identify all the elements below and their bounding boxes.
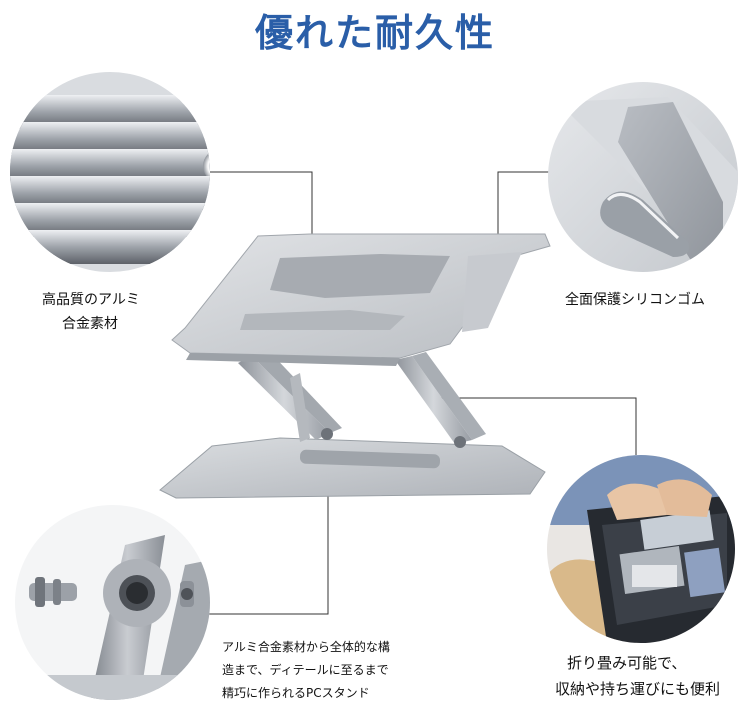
suitcase-packing-photo: [547, 455, 735, 643]
caption-aluminum-material: 高品質のアルミ 合金素材: [42, 292, 140, 332]
hinge-detail-photo: [15, 505, 210, 700]
silicone-pad-photo: [548, 82, 738, 272]
page-title: 優れた耐久性: [254, 11, 495, 55]
caption-foldable-portable: 折り畳み可能で、 収納や持ち運びにも便利: [555, 654, 721, 698]
aluminum-tubes-photo: [10, 72, 210, 272]
caption-crafted-design: アルミ合金素材から全体的な構 造まで、ディテールに至るまで 精巧に作られるPCス…: [222, 640, 390, 700]
laptop-stand-image: [159, 233, 551, 499]
caption-silicone-protection: 全面保護シリコンゴム: [565, 292, 705, 308]
